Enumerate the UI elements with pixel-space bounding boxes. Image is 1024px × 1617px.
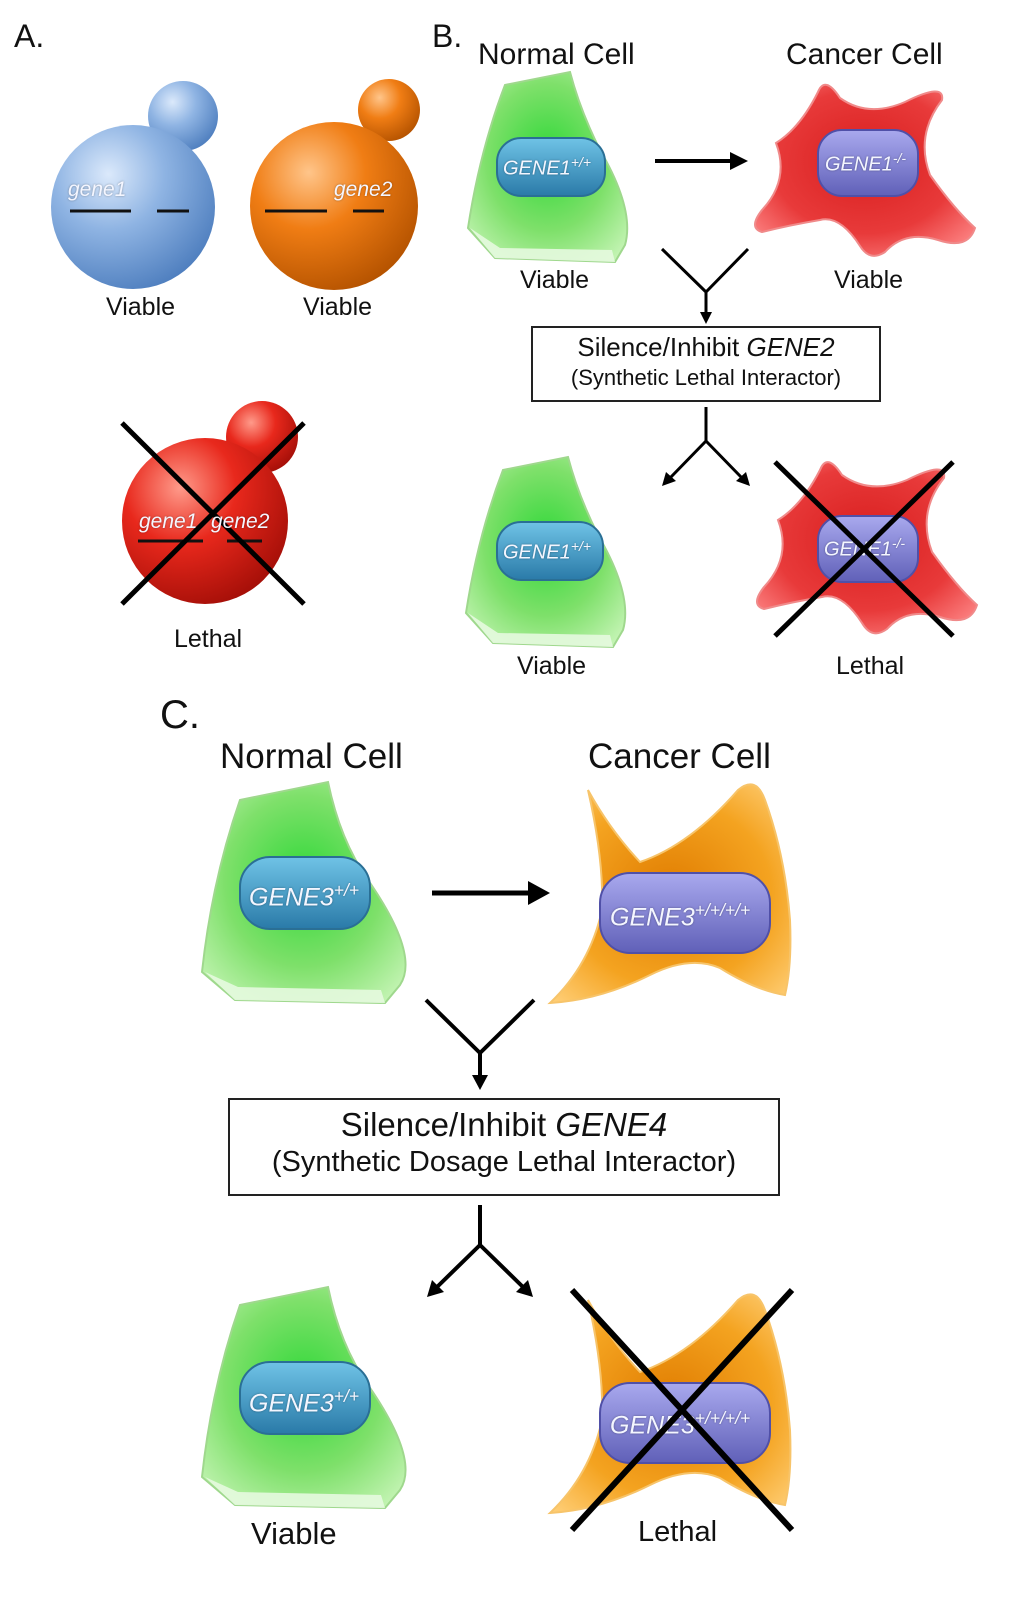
cancer-cell-c: [547, 783, 792, 1005]
panel-c-normal-cell-title: Normal Cell: [220, 737, 403, 776]
branch-connector-c-top: [424, 998, 536, 1090]
panel-a-letter: A.: [14, 18, 45, 54]
fork-connector-c-bottom: [427, 1205, 533, 1297]
panel-b-intervention-box: Silence/Inhibit GENE2 (Synthetic Lethal …: [531, 326, 881, 402]
cancer-cell-b: [754, 83, 977, 257]
yeast-mother-cell: [250, 122, 418, 290]
branch-connector-b-top: [660, 247, 750, 324]
normal-cell-b: [466, 70, 629, 264]
nucleus: [239, 856, 371, 930]
normal-cell-c: [200, 780, 407, 1005]
panel-a: [51, 79, 420, 606]
box-gene: GENE2: [746, 332, 835, 362]
panel-c-cancer-cell-title: Cancer Cell: [588, 737, 771, 776]
box-subtitle: (Synthetic Lethal Interactor): [570, 365, 842, 390]
cell-base-highlight: [470, 228, 615, 262]
yeast-gene1-mutant: [51, 81, 218, 289]
panel-b-result-normal-state-label: Viable: [517, 652, 587, 680]
yeast-double-mutant: [120, 401, 306, 606]
panel-b-normal-cell-title: Normal Cell: [478, 38, 635, 71]
yeast-gene1-label: gene1: [68, 178, 127, 201]
fork-connector-b-bottom: [662, 407, 750, 486]
panel-b-result-normal-gene-label: GENE1+/+: [503, 538, 592, 564]
normal-cell-b-result: [464, 455, 627, 649]
lethal-cross-line: [120, 421, 306, 606]
panel-c-normal-gene-label: GENE3+/+: [249, 880, 360, 912]
nucleus: [817, 129, 919, 197]
panel-b-letter: B.: [432, 18, 463, 54]
panel-b-result-cancer-gene-label: GENE1-/-: [824, 535, 906, 561]
panel-b-normal-gene-label: GENE1+/+: [503, 154, 592, 180]
nucleus: [496, 521, 604, 581]
panel-c-result-normal-gene-label: GENE3+/+: [249, 1386, 360, 1418]
arrow-to-cancer-c: [432, 881, 550, 905]
box-prefix: Silence/Inhibit: [340, 1106, 556, 1143]
panel-c-result-normal-state-label: Viable: [251, 1516, 337, 1551]
yeast-gene2-state-label: Viable: [303, 293, 373, 321]
panel-c-letter: C.: [160, 693, 200, 737]
yeast-bud: [358, 79, 420, 141]
normal-cell-c-result: [200, 1285, 407, 1510]
panel-b-cancer-gene-label: GENE1-/-: [825, 150, 907, 176]
box-gene: GENE4: [555, 1106, 668, 1143]
box-prefix: Silence/Inhibit: [577, 332, 747, 362]
arrow-to-cancer-b: [655, 152, 748, 170]
nucleus: [496, 137, 606, 197]
panel-c-result-cancer-gene-label: GENE3+/+/+/+: [610, 1408, 751, 1440]
nucleus: [239, 1361, 371, 1435]
cell-base-highlight: [205, 972, 385, 1003]
double-mutant-gene1-label: gene1: [139, 510, 198, 533]
panel-c-cancer-gene-label: GENE3+/+/+/+: [610, 900, 751, 932]
box-subtitle: (Synthetic Dosage Lethal Interactor): [271, 1146, 737, 1178]
cell-base-highlight: [468, 613, 613, 647]
cell-base-highlight: [205, 1477, 385, 1508]
cancer-cell-c-result: [547, 1293, 792, 1515]
panel-b-cancer-state-label: Viable: [834, 266, 904, 294]
panel-b-result-cancer-state-label: Lethal: [836, 652, 905, 680]
yeast-gene2-label: gene2: [334, 178, 393, 201]
panel-b-cancer-cell-title: Cancer Cell: [786, 38, 943, 71]
panel-b-normal-state-label: Viable: [520, 266, 590, 294]
panel-c-result-cancer-state-label: Lethal: [638, 1516, 718, 1548]
panel-c-intervention-box: Silence/Inhibit GENE4 (Synthetic Dosage …: [228, 1098, 780, 1196]
double-mutant-state-label: Lethal: [174, 625, 243, 653]
yeast-mother-cell: [51, 125, 215, 289]
yeast-gene1-state-label: Viable: [106, 293, 176, 321]
yeast-gene2-mutant: [250, 79, 420, 290]
nucleus: [599, 872, 771, 954]
double-mutant-gene2-label: gene2: [211, 510, 270, 533]
